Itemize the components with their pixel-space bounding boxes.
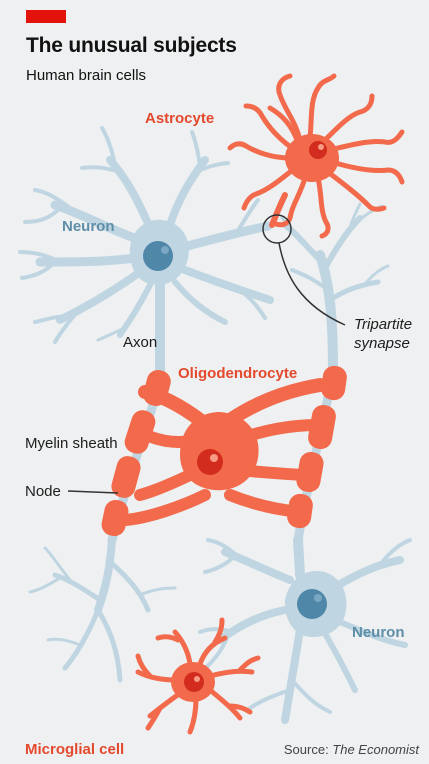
- astrocyte-nucleus: [309, 141, 327, 159]
- label-oligodendrocyte: Oligodendrocyte: [178, 365, 297, 382]
- label-node: Node: [25, 483, 61, 500]
- lower-left-dendrites: [30, 540, 175, 680]
- label-neuron-bottom: Neuron: [352, 624, 405, 641]
- label-microglial-cell: Microglial cell: [25, 741, 124, 758]
- top-neuron-nucleus: [143, 241, 173, 271]
- source-prefix: Source:: [284, 742, 332, 757]
- bottom-neuron-nucleus: [297, 589, 327, 619]
- label-axon: Axon: [123, 334, 157, 351]
- source-note: Source: The Economist: [284, 742, 419, 757]
- label-tripartite-line2: synapse: [354, 334, 412, 353]
- label-myelin-sheath: Myelin sheath: [25, 435, 118, 452]
- label-astrocyte: Astrocyte: [145, 110, 214, 127]
- microglia-nucleus: [184, 672, 204, 692]
- source-name: The Economist: [332, 742, 419, 757]
- label-tripartite-line1: Tripartite: [354, 315, 412, 334]
- label-tripartite-synapse: Tripartite synapse: [354, 315, 412, 353]
- node-pointer-line: [68, 491, 118, 493]
- astrocyte-soma: [285, 134, 339, 182]
- label-neuron-top: Neuron: [62, 218, 115, 235]
- oligodendrocyte-nucleus: [197, 449, 223, 475]
